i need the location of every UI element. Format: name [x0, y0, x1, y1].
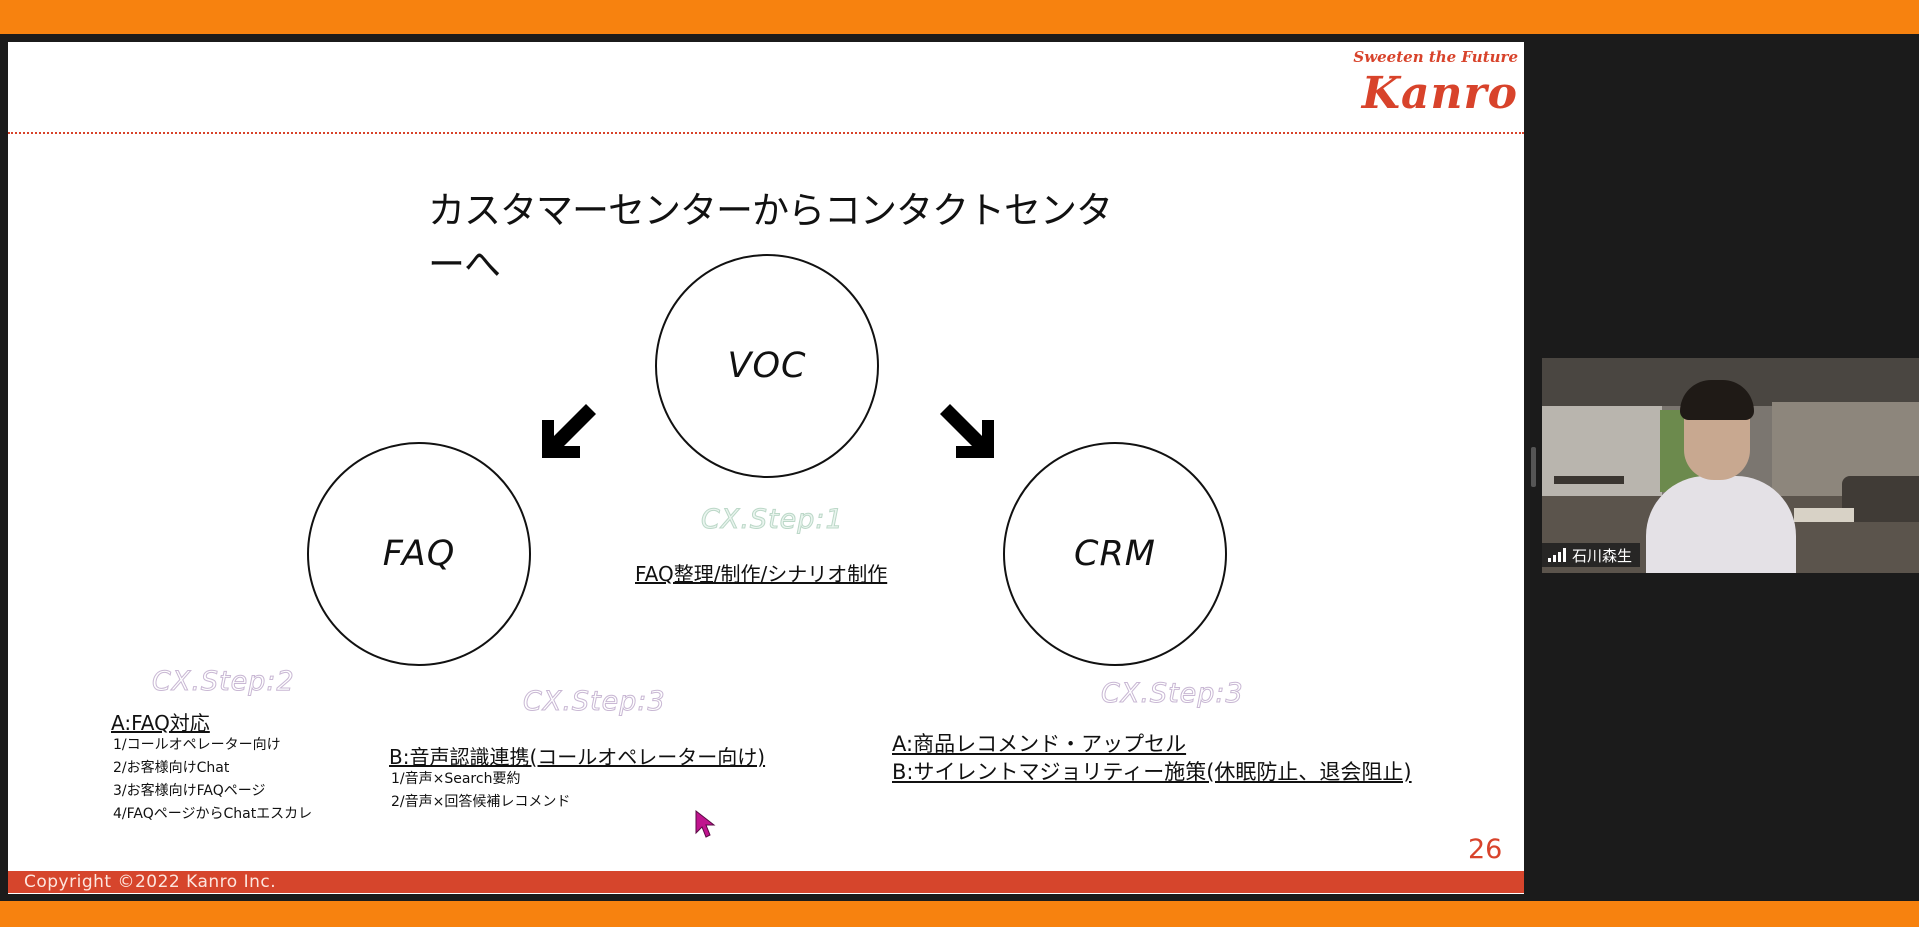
crm-circle: CRM — [1003, 442, 1227, 666]
share-frame-top — [0, 0, 1919, 34]
crm-label: CRM — [1074, 534, 1156, 574]
voice-recognition-list: 1/音声×Search要約 2/音声×回答候補レコメンド — [391, 768, 570, 814]
shared-slide: Sweeten the Future Kanro カスタマーセンターからコンタク… — [8, 42, 1524, 894]
video-background — [1842, 476, 1919, 522]
participant-figure — [1646, 476, 1796, 573]
crm-item-a: A:商品レコメンド・アップセル — [892, 732, 1187, 756]
cx-step-3-left-label: CX.Step:3 — [523, 686, 666, 718]
arrow-down-left-icon — [542, 404, 596, 458]
brand-tagline: Sweeten the Future — [1353, 48, 1518, 66]
list-item: 2/お客様向けChat — [113, 760, 230, 776]
list-item: 1/音声×Search要約 — [391, 771, 521, 787]
signal-bars-icon — [1548, 548, 1566, 562]
list-item: 2/音声×回答候補レコメンド — [391, 794, 571, 810]
arrow-down-right-icon — [940, 404, 994, 458]
list-item: 4/FAQページからChatエスカレ — [113, 806, 313, 822]
participant-video-tile[interactable]: 石川森生 — [1542, 358, 1919, 573]
participant-name-badge: 石川森生 — [1542, 543, 1641, 567]
faq-response-heading: A:FAQ対応 — [111, 711, 210, 735]
video-background — [1554, 476, 1624, 484]
participant-figure — [1680, 380, 1754, 420]
cx-step-3-right-label: CX.Step:3 — [1101, 678, 1244, 710]
panel-resize-handle[interactable] — [1531, 447, 1536, 487]
mouse-cursor-icon — [695, 809, 716, 838]
cx-step-2-label: CX.Step:2 — [152, 666, 295, 698]
slide-footer: Copyright ©2022 Kanro Inc. — [8, 871, 1524, 893]
participant-name: 石川森生 — [1572, 546, 1633, 565]
list-item: 3/お客様向けFAQページ — [113, 783, 266, 799]
header-divider — [8, 132, 1524, 134]
faq-circle: FAQ — [307, 442, 531, 666]
voice-recognition-heading: B:音声認識連携(コールオペレーター向け) — [389, 745, 766, 769]
list-item: 1/コールオペレーター向け — [113, 737, 281, 753]
share-frame-bottom — [0, 901, 1919, 927]
cx-step-1-label: CX.Step:1 — [701, 504, 844, 536]
video-background — [1794, 508, 1854, 522]
slide-title: カスタマーセンターからコンタクトセンターへ — [428, 189, 1113, 286]
kanro-logo: Kanro — [1361, 68, 1518, 119]
faq-response-list: 1/コールオペレーター向け 2/お客様向けChat 3/お客様向けFAQページ … — [113, 734, 312, 826]
faq-scenario-text: FAQ整理/制作/シナリオ制作 — [635, 562, 888, 586]
page-number: 26 — [1468, 834, 1503, 865]
crm-item-b: B:サイレントマジョリティー施策(休眠防止、退会阻止) — [892, 760, 1412, 784]
voc-label: VOC — [727, 346, 807, 386]
copyright-text: Copyright ©2022 Kanro Inc. — [24, 872, 277, 892]
voc-circle: VOC — [655, 254, 879, 478]
faq-label: FAQ — [382, 534, 456, 574]
